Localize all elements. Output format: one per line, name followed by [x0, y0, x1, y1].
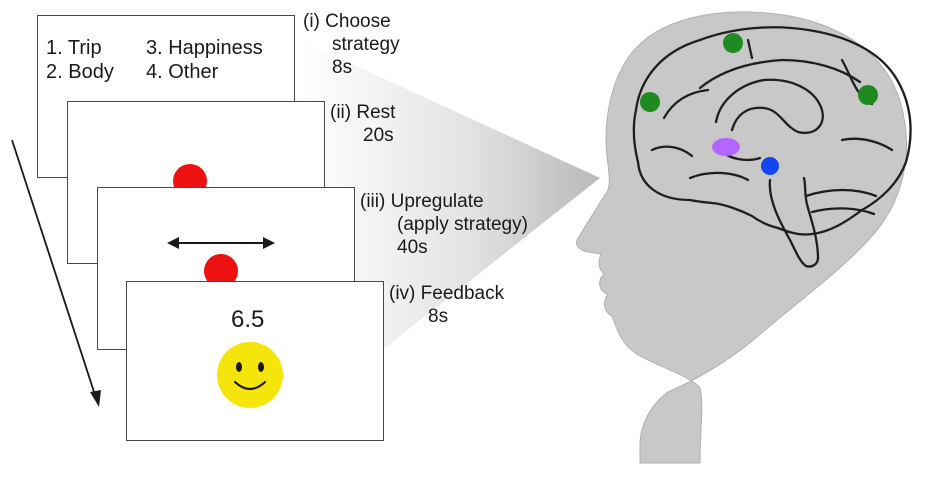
- cerebellum-line: [804, 188, 878, 198]
- step-label-upregulate: (iii) Upregulate (apply strategy) 40s: [360, 191, 528, 258]
- step-label-feedback: (iv) Feedback 8s: [389, 283, 505, 327]
- sulcus: [698, 58, 862, 90]
- upregulate-graphic: [167, 237, 275, 288]
- fixation-dot: [204, 254, 238, 288]
- screen-feedback: 6.5: [126, 281, 384, 441]
- step-label-choose: (i) Choose strategy 8s: [303, 11, 400, 78]
- region-dot-purple: [712, 138, 740, 156]
- double-arrow-left-head: [167, 237, 179, 249]
- brainstem: [768, 176, 820, 268]
- head-silhouette: [575, 11, 907, 464]
- brain-outline: [632, 26, 912, 236]
- strategy-option: 1. Trip: [46, 37, 102, 59]
- strategy-option: 2. Body: [46, 61, 114, 83]
- step-label-rest: (ii) Rest 20s: [330, 102, 396, 146]
- sulcus: [746, 38, 754, 60]
- cerebellum-line: [810, 207, 876, 216]
- sulcus: [688, 171, 750, 182]
- brain-drawing: [632, 26, 912, 268]
- time-arrow: [11, 139, 97, 399]
- double-arrow-right-head: [263, 237, 275, 249]
- sulcus: [662, 88, 710, 120]
- region-dot-green: [723, 33, 743, 53]
- region-dot-green: [640, 92, 660, 112]
- region-dot-green: [858, 85, 878, 105]
- sulcus: [840, 137, 894, 152]
- smiley-face-icon: [217, 342, 283, 408]
- region-dot-blue: [761, 157, 779, 175]
- strategy-option: 4. Other: [146, 61, 219, 83]
- time-arrow-head: [90, 390, 101, 407]
- sulcus: [650, 145, 694, 158]
- corpus-callosum: [714, 78, 824, 135]
- strategy-option: 3. Happiness: [146, 37, 263, 59]
- feedback-score: 6.5: [231, 306, 265, 333]
